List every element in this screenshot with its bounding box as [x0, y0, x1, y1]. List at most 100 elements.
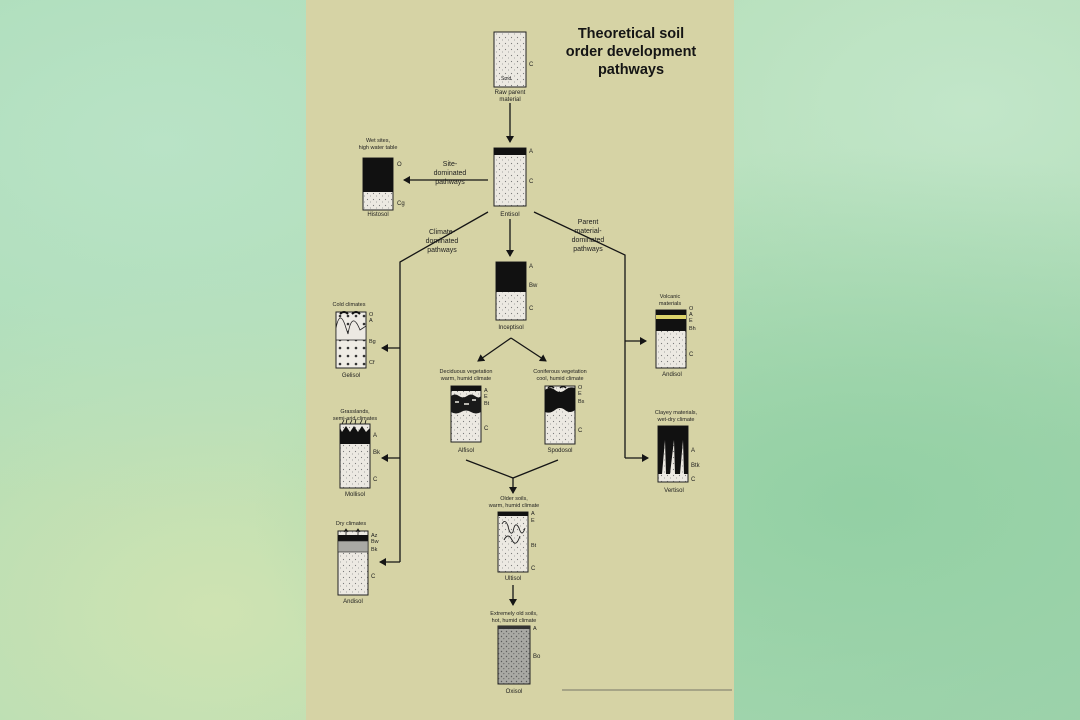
andisol-profile: Volcanic materials O A E Bh C Andisol — [655, 294, 696, 378]
parent-label-l3: dominated — [572, 237, 605, 244]
parent-material-pathway-line — [533, 211, 626, 458]
climate-label-l2: dominated — [426, 238, 459, 245]
vertisol-caption-l2: wet-dry climate — [657, 417, 695, 423]
vertisol-horizon-a: A — [691, 448, 695, 454]
andisol-caption-l1: Volcanic — [660, 294, 681, 300]
gelisol-name: Gelisol — [342, 373, 360, 379]
climate-dominated-pathways-label: Climate- dominated pathways — [426, 229, 459, 254]
ultisol-caption-l2: warm, humid climate — [488, 503, 539, 509]
arrow-to-alfisol — [477, 337, 512, 362]
spodosol-horizon-bs: Bs — [578, 399, 585, 405]
alfisol-caption-l1: Deciduous vegetation — [440, 369, 493, 375]
oxisol-horizon-bo: Bo — [533, 654, 541, 660]
ultisol-horizon-a: A — [531, 511, 535, 517]
parent-label-l2: material- — [574, 228, 602, 235]
site-label-l3: pathways — [435, 179, 465, 186]
oxisol-caption-l2: hot, humid climate — [492, 618, 537, 624]
merge-to-ultisol-line — [465, 459, 559, 479]
spodosol-name: Spodosol — [547, 448, 572, 454]
entisol-horizon-a: A — [529, 149, 533, 155]
entisol-name: Entisol — [500, 211, 520, 218]
dry-horizon-az: Az — [371, 533, 378, 539]
andisol-horizon-a: A — [689, 312, 693, 318]
mollisol-profile: Grasslands, semi-arid climates A Bk C Mo… — [333, 409, 381, 498]
gelisol-horizon-bg: Bg — [369, 339, 376, 345]
parent-label-l4: pathways — [573, 246, 603, 253]
ultisol-name: Ultisol — [505, 576, 521, 582]
mollisol-horizon-bk: Bk — [373, 450, 381, 456]
raw-parent-material-profile: Smd C Raw parent material — [493, 31, 534, 103]
alfisol-horizon-c: C — [484, 426, 489, 432]
climate-pathway-line — [399, 211, 489, 562]
raw-name-l2: material — [499, 97, 520, 103]
ultisol-horizon-c: C — [531, 566, 536, 572]
histosol-horizon-cg: Cg — [397, 201, 405, 207]
gelisol-caption: Cold climates — [332, 302, 365, 308]
gelisol-profile: Cold climates O A Bg Cf Gelisol — [332, 302, 375, 379]
spodosol-horizon-e: E — [578, 391, 582, 397]
dry-climate-caption: Dry climates — [336, 521, 367, 527]
parent-label-l1: Parent — [578, 219, 599, 226]
ultisol-horizon-e: E — [531, 518, 535, 524]
andisol-caption-l2: materials — [659, 301, 682, 307]
andisol-horizon-bh: Bh — [689, 326, 696, 332]
alfisol-profile: Deciduous vegetation warm, humid climate… — [440, 369, 493, 454]
histosol-caption-l1: Wet sites, — [366, 138, 391, 144]
mollisol-name: Mollisol — [345, 492, 365, 498]
inceptisol-horizon-a: A — [529, 264, 533, 270]
spodosol-horizon-c: C — [578, 428, 583, 434]
spodosol-horizon-o: O — [578, 385, 583, 391]
dry-climate-name: Andisol — [343, 599, 363, 605]
spodosol-profile: Coniferous vegetation cool, humid climat… — [533, 369, 587, 454]
dry-climate-profile: Dry climates Az Bw Bk C Andisol — [336, 521, 379, 605]
title-line-3: pathways — [598, 62, 664, 78]
vertisol-horizon-c: C — [691, 477, 696, 483]
alfisol-horizon-e: E — [484, 394, 488, 400]
spodosol-caption-l2: cool, humid climate — [536, 376, 583, 382]
inceptisol-name: Inceptisol — [498, 325, 523, 331]
andisol-horizon-c: C — [689, 352, 694, 358]
oxisol-caption-l1: Extremely old soils, — [490, 611, 538, 617]
histosol-profile: Wet sites, high water table O Cg Histoso… — [359, 138, 405, 218]
parent-material-pathways-label: Parent material- dominated pathways — [572, 219, 605, 253]
entisol-horizon-c: C — [529, 179, 534, 185]
site-label-l2: dominated — [434, 170, 467, 177]
mollisol-horizon-a: A — [373, 433, 377, 439]
alfisol-name: Alfisol — [458, 448, 474, 454]
spodosol-caption-l1: Coniferous vegetation — [533, 369, 587, 375]
gelisol-horizon-cf: Cf — [369, 360, 375, 366]
vertisol-profile: Clayey materials, wet-dry climate A Btk … — [655, 410, 701, 494]
gelisol-horizon-a: A — [369, 318, 373, 324]
alfisol-horizon-a: A — [484, 388, 488, 394]
mollisol-caption-l1: Grasslands, — [340, 409, 370, 415]
raw-horizon-c: C — [529, 62, 534, 68]
site-dominated-pathways-label: Site- dominated pathways — [434, 161, 467, 186]
alfisol-horizon-bt: Bt — [484, 401, 490, 407]
ultisol-caption-l1: Older soils, — [500, 496, 528, 502]
entisol-profile: A C Entisol — [493, 147, 534, 218]
inceptisol-horizon-c: C — [529, 306, 534, 312]
ultisol-horizon-bt: Bt — [531, 543, 537, 549]
alfisol-caption-l2: warm, humid climate — [440, 376, 491, 382]
ultisol-profile: Older soils, warm, humid climate A E Bt … — [488, 496, 539, 582]
mollisol-horizon-c: C — [373, 477, 378, 483]
oxisol-horizon-a: A — [533, 626, 537, 632]
inceptisol-horizon-bw: Bw — [529, 283, 538, 289]
histosol-name: Histosol — [367, 212, 388, 218]
andisol-name: Andisol — [662, 372, 682, 378]
raw-name-l1: Raw parent — [495, 90, 526, 96]
mollisol-caption-l2: semi-arid climates — [333, 416, 378, 422]
inceptisol-profile: A Bw C Inceptisol — [495, 261, 538, 331]
arrow-to-spodosol — [510, 337, 547, 362]
title-line-2: order development — [566, 44, 697, 60]
andisol-horizon-o: O — [689, 306, 694, 312]
title-line-1: Theoretical soil — [578, 26, 684, 42]
diagram-title: Theoretical soil order development pathw… — [566, 26, 697, 78]
pathway-arrows — [379, 103, 649, 606]
gelisol-horizon-o: O — [369, 312, 374, 318]
dry-horizon-bw: Bw — [371, 539, 379, 545]
vertisol-name: Vertisol — [664, 488, 684, 494]
site-label-l1: Site- — [443, 161, 458, 168]
vertisol-horizon-btk: Btk — [691, 463, 701, 469]
